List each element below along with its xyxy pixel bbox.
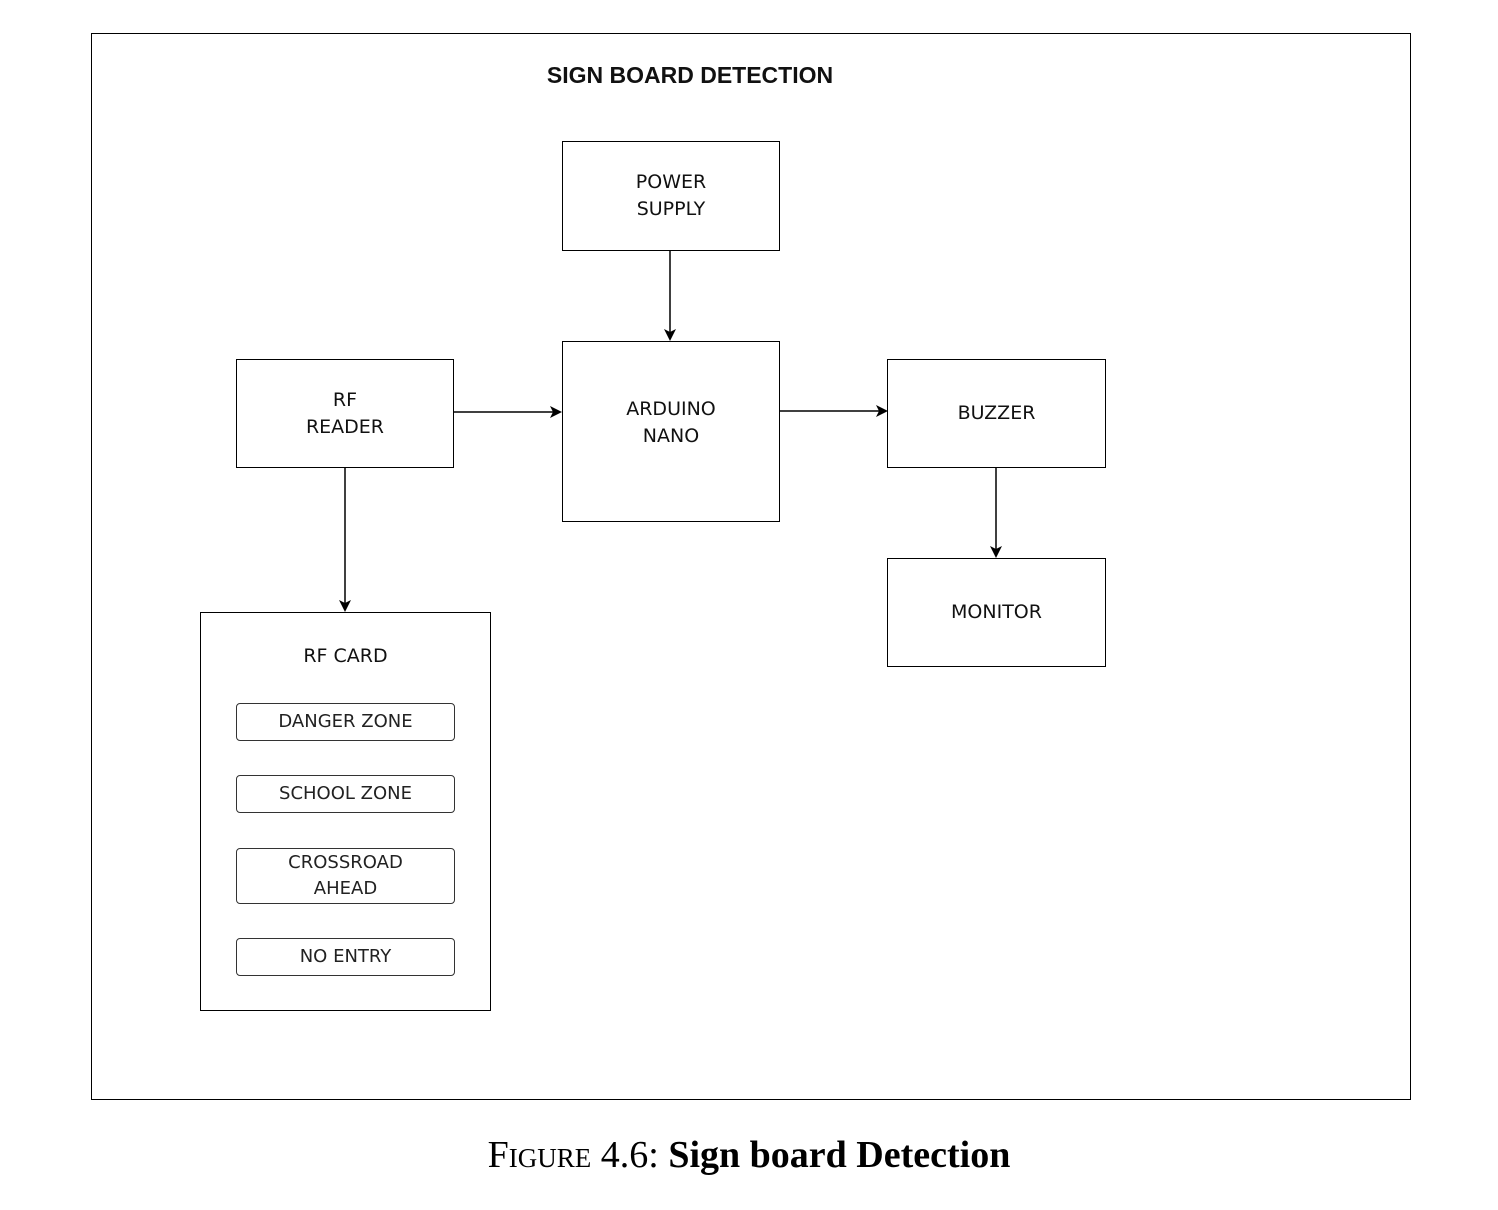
rf-reader-node: RF READER bbox=[236, 359, 454, 468]
figure-caption-title: Sign board Detection bbox=[668, 1134, 1011, 1176]
zone-no-entry: NO ENTRY bbox=[236, 938, 455, 976]
buzzer-node: BUZZER bbox=[887, 359, 1106, 468]
buzzer-label: BUZZER bbox=[957, 402, 1036, 424]
power-supply-node: POWER SUPPLY bbox=[562, 141, 780, 251]
rf-card-container: RF CARD DANGER ZONE SCHOOL ZONE CROSSROA… bbox=[200, 612, 491, 1011]
zone-danger-zone: DANGER ZONE bbox=[236, 703, 455, 741]
rf-reader-label: RF READER bbox=[305, 388, 385, 438]
diagram-frame bbox=[91, 33, 1411, 1100]
arduino-nano-node: ARDUINO NANO bbox=[562, 341, 780, 522]
monitor-label: MONITOR bbox=[951, 601, 1042, 623]
figure-caption: Figure 4.6: Sign board Detection bbox=[0, 1133, 1498, 1177]
monitor-node: MONITOR bbox=[887, 558, 1106, 667]
zone-crossroad-ahead: CROSSROAD AHEAD bbox=[236, 848, 455, 904]
diagram-title: SIGN BOARD DETECTION bbox=[546, 62, 834, 88]
figure-caption-label: Figure 4.6: bbox=[487, 1134, 659, 1176]
zone-school-zone: SCHOOL ZONE bbox=[236, 775, 455, 813]
arduino-nano-label: ARDUINO NANO bbox=[626, 398, 716, 447]
power-supply-label: POWER SUPPLY bbox=[635, 171, 707, 220]
rf-card-title: RF CARD bbox=[303, 645, 388, 667]
